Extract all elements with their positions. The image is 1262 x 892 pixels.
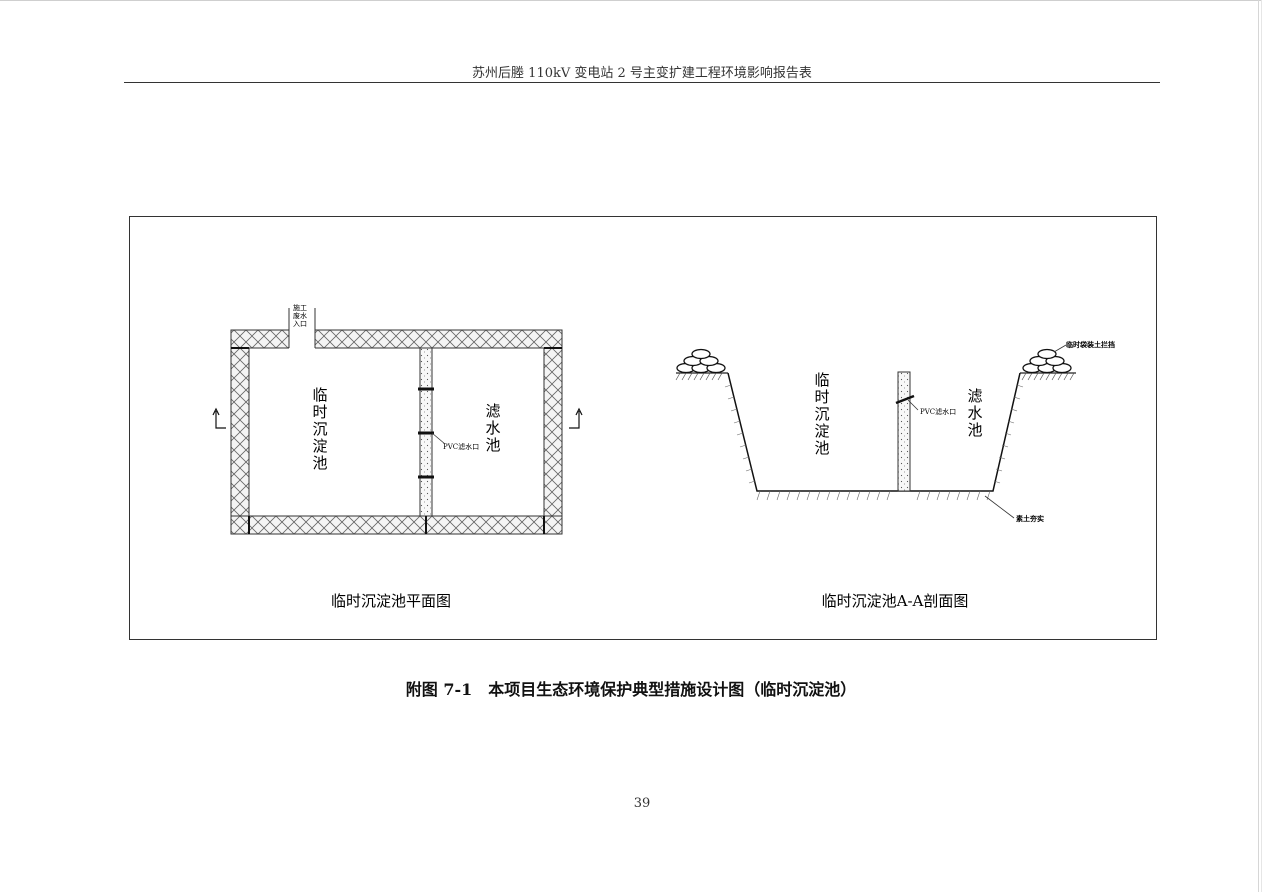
- plan-left-pool-char-4: 淀: [312, 437, 327, 455]
- plan-filter-label: PVC滤水口: [443, 442, 479, 451]
- section-ground-label: 素土夯实: [1016, 514, 1044, 523]
- section-left-pool-char-5: 池: [814, 439, 829, 457]
- section-left-pool-char-4: 淀: [814, 422, 829, 440]
- plan-inlet-label-3: 入口: [293, 320, 307, 328]
- sandbag-pile-left: [676, 348, 726, 374]
- page-header-title: 苏州后塍 110kV 变电站 2 号主变扩建工程环境影响报告表: [472, 66, 812, 81]
- section-marker-right: [569, 411, 580, 429]
- page-number: 39: [633, 796, 651, 811]
- sandbag-pile-right: [1022, 348, 1072, 374]
- page-top-edge: [0, 0, 1262, 1]
- plan-left-pool-char-2: 时: [312, 403, 327, 421]
- plan-wall-top: [230, 329, 563, 349]
- section-pit-outline: [727, 372, 1021, 492]
- section-marker-left: [215, 411, 226, 429]
- plan-inlet-label-1: 施工: [293, 303, 307, 312]
- section-left-pool-char-3: 沉: [814, 405, 829, 423]
- section-left-pool-char-2: 时: [814, 388, 829, 406]
- section-view-title: 临时沉淀池A-A剖面图: [822, 592, 969, 610]
- section-right-pool-char-1: 滤: [967, 387, 982, 405]
- plan-left-pool-char-1: 临: [312, 386, 327, 404]
- section-left-pool-char-1: 临: [814, 371, 829, 389]
- section-right-pool-char-3: 池: [967, 421, 982, 439]
- plan-wall-left: [230, 347, 250, 517]
- plan-right-pool-char-3: 池: [485, 436, 500, 454]
- plan-right-pool-char-1: 滤: [485, 402, 500, 420]
- section-partition-wall: [897, 371, 911, 492]
- section-bottom-hatch: [756, 490, 991, 501]
- plan-left-pool-char-5: 池: [312, 454, 327, 472]
- plan-left-pool-char-3: 沉: [312, 420, 327, 438]
- section-filter-label: PVC滤水口: [920, 407, 956, 416]
- plan-view: 施工 废水 入口 临 时 沉 淀 池 滤 水 池 PVC滤水口 临时沉淀池平面图: [212, 303, 583, 610]
- plan-wall-right: [543, 347, 563, 517]
- section-view: 临时袋装土拦挡 素土夯实 PVC滤水口 临 时 沉 淀 池 滤 水 池 临时沉淀…: [675, 340, 1115, 610]
- section-right-pool-char-2: 水: [967, 404, 982, 422]
- plan-wall-bottom: [230, 515, 563, 535]
- header-rule: [124, 82, 1160, 83]
- figure-caption: 附图 7-1 本项目生态环境保护典型措施设计图（临时沉淀池）: [405, 680, 857, 699]
- plan-view-title: 临时沉淀池平面图: [331, 592, 451, 610]
- page-right-edge: [1258, 0, 1259, 892]
- figure-frame: [129, 216, 1157, 640]
- section-sandbag-label: 临时袋装土拦挡: [1066, 340, 1115, 349]
- plan-inlet-gap: [289, 328, 315, 350]
- plan-inlet-label-2: 废水: [293, 311, 307, 320]
- plan-right-pool-char-2: 水: [485, 419, 500, 437]
